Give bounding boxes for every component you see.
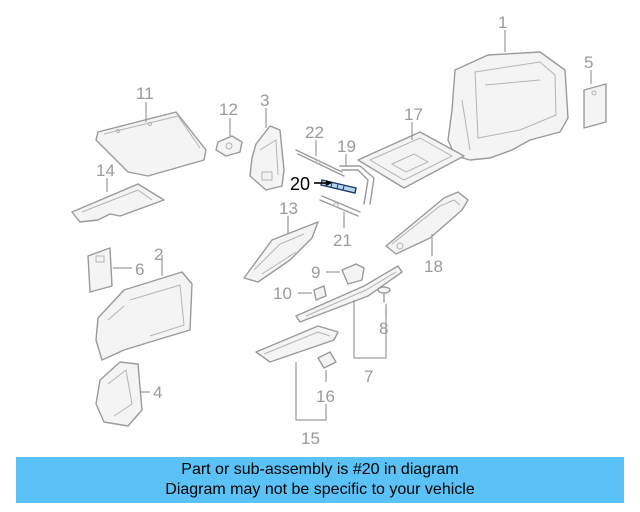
part-10-clip <box>313 285 327 301</box>
part-22-rod <box>295 149 345 177</box>
callout-15: 15 <box>301 429 320 448</box>
part-17-storage-tray <box>357 131 465 189</box>
callout-10: 10 <box>273 284 292 303</box>
part-4-storage-bin <box>95 361 143 427</box>
part-1-quarter-trim <box>447 51 569 161</box>
part-2-lower-trim <box>95 271 193 361</box>
part-16-holder <box>317 351 337 369</box>
part-3-jack-holder <box>249 125 285 191</box>
callout-8: 8 <box>379 319 388 338</box>
callout-19: 19 <box>337 137 356 156</box>
part-6-cover <box>87 247 113 293</box>
callout-17: 17 <box>404 105 423 124</box>
callout-9: 9 <box>311 263 320 282</box>
callout-1: 1 <box>498 13 507 32</box>
part-19-wrench <box>339 165 375 205</box>
part-9-block <box>341 263 365 285</box>
parts-diagram: 1 5 11 12 3 22 19 <box>71 13 607 448</box>
callout-3: 3 <box>260 91 269 110</box>
callout-13: 13 <box>279 199 298 218</box>
part-7-scuff-plate <box>295 265 403 323</box>
banner-line-1: Part or sub-assembly is #20 in diagram <box>181 461 459 478</box>
banner-line-2: Diagram may not be specific to your vehi… <box>165 481 475 498</box>
callout-7: 7 <box>364 367 373 386</box>
callout-21: 21 <box>333 231 352 250</box>
callout-18: 18 <box>424 257 443 276</box>
part-15-cargo-cover <box>255 325 339 363</box>
callout-20: 20 <box>290 174 310 194</box>
part-21-handle <box>319 195 361 217</box>
part-8-push-pin <box>377 286 391 303</box>
callout-6: 6 <box>135 260 144 279</box>
callout-2: 2 <box>154 245 163 264</box>
callout-12: 12 <box>219 100 238 119</box>
part-18-jack <box>385 191 469 255</box>
part-5-cover <box>583 83 607 129</box>
part-11-floor-board <box>95 111 207 177</box>
callout-14: 14 <box>96 161 115 180</box>
part-14-mat <box>71 183 165 223</box>
callout-16: 16 <box>316 387 335 406</box>
part-13-side-panel <box>243 221 319 283</box>
callout-4: 4 <box>153 383 162 402</box>
callout-5: 5 <box>584 53 593 72</box>
callout-22: 22 <box>305 123 324 142</box>
part-12-bracket <box>215 135 243 157</box>
info-banner: Part or sub-assembly is #20 in diagram D… <box>16 457 624 503</box>
callout-11: 11 <box>136 84 154 103</box>
